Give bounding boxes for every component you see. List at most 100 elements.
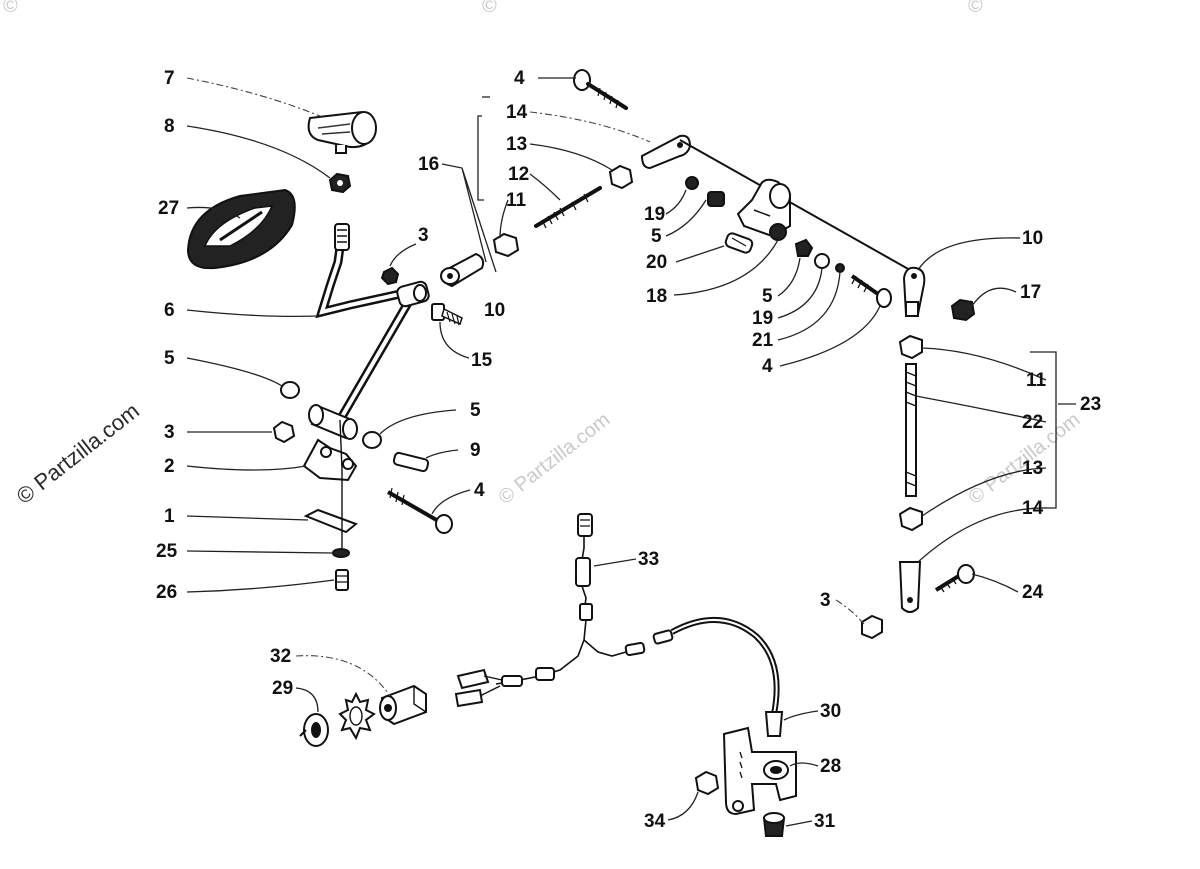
callout-28: 28 xyxy=(820,756,841,777)
callout-14: 14 xyxy=(506,102,528,123)
bushing-5c xyxy=(280,381,300,399)
callout-11: 11 xyxy=(1026,370,1047,391)
knob-nut xyxy=(328,172,352,194)
callout-31: 31 xyxy=(814,811,836,832)
callout-26: 26 xyxy=(156,582,177,603)
bolt-24 xyxy=(934,564,975,593)
leader-lines xyxy=(186,77,1076,827)
lock-washer-29 xyxy=(299,713,329,747)
nut-34 xyxy=(694,770,720,796)
nut-17 xyxy=(950,298,976,322)
plate-1 xyxy=(303,508,359,534)
callout-13: 13 xyxy=(1022,458,1043,479)
callout-15: 15 xyxy=(471,350,493,371)
nut-3-right xyxy=(861,614,883,640)
shift-lever xyxy=(315,223,430,425)
plug-31 xyxy=(762,812,786,837)
jam-nut-13 xyxy=(608,164,634,190)
callout-5: 5 xyxy=(651,226,662,247)
bushing-5d xyxy=(362,431,382,449)
rod-end-top xyxy=(640,134,692,170)
callout-17: 17 xyxy=(1020,282,1041,303)
callout-20: 20 xyxy=(646,252,667,273)
cross-shaft-line xyxy=(679,139,911,271)
threaded-rod-22 xyxy=(905,363,917,497)
callout-27: 27 xyxy=(158,198,179,219)
callout-5: 5 xyxy=(762,286,773,307)
callout-8: 8 xyxy=(164,116,175,137)
callout-3: 3 xyxy=(164,422,175,443)
corner-copyright-mark: © xyxy=(968,0,983,17)
callout-1: 1 xyxy=(164,506,175,527)
jam-nut-11 xyxy=(492,232,520,258)
stud-26 xyxy=(335,569,349,591)
bushing-5a xyxy=(707,191,725,207)
pin-20 xyxy=(724,232,754,254)
callout-14: 14 xyxy=(1022,498,1044,519)
parts-artwork xyxy=(186,69,976,837)
callout-10: 10 xyxy=(484,300,505,321)
bolt-4-lower xyxy=(387,487,453,534)
pivot-tube xyxy=(308,404,358,440)
jam-nut-13b xyxy=(898,506,923,532)
rod-end-left xyxy=(440,252,485,288)
callout-19: 19 xyxy=(644,204,665,225)
rod-end-bottom xyxy=(898,561,922,613)
washer-25 xyxy=(332,548,350,558)
callout-22: 22 xyxy=(1022,412,1043,433)
bushing-5b xyxy=(794,238,814,257)
assembly-line xyxy=(339,419,343,548)
callout-21: 21 xyxy=(752,330,774,351)
callout-4: 4 xyxy=(762,356,773,377)
neutral-switch-harness xyxy=(454,513,784,737)
callout-4: 4 xyxy=(514,68,525,89)
callout-16: 16 xyxy=(418,154,439,175)
callout-5: 5 xyxy=(470,400,481,421)
callout-24: 24 xyxy=(1022,582,1044,603)
callout-3: 3 xyxy=(418,225,429,246)
callout-29: 29 xyxy=(272,678,293,699)
callout-25: 25 xyxy=(156,541,178,562)
shift-knob xyxy=(307,110,377,154)
callout-19: 19 xyxy=(752,308,773,329)
nut-small xyxy=(380,266,400,286)
star-washer xyxy=(338,691,376,741)
watermark-text: © Partzilla.com xyxy=(12,398,144,509)
callout-33: 33 xyxy=(638,549,659,570)
switch-32 xyxy=(379,684,427,726)
jam-nut-11b xyxy=(898,334,923,360)
corner-copyright-mark: © xyxy=(3,0,18,17)
callout-34: 34 xyxy=(644,811,666,832)
callout-5: 5 xyxy=(164,348,175,369)
callout-13: 13 xyxy=(506,134,527,155)
callout-labels: 7 8 27 6 3 15 16 10 11 12 13 14 4 19 5 2… xyxy=(156,68,1101,832)
watermark-faint: © Partzilla.com xyxy=(495,409,615,509)
bellcrank-18 xyxy=(736,178,791,241)
callout-3: 3 xyxy=(820,590,831,611)
callout-2: 2 xyxy=(164,456,175,477)
shift-boot-grommet xyxy=(186,188,296,270)
washer-19b xyxy=(814,253,830,269)
callout-4: 4 xyxy=(474,480,485,501)
callout-9: 9 xyxy=(470,440,481,461)
threaded-rod-12 xyxy=(534,186,602,229)
bolt-top xyxy=(573,69,628,110)
corner-copyright-mark: © xyxy=(482,0,497,17)
bolt-right xyxy=(850,274,892,308)
callout-7: 7 xyxy=(164,68,175,89)
switch-bracket-28 xyxy=(722,726,797,816)
bolt-15 xyxy=(431,303,463,326)
callout-18: 18 xyxy=(646,286,667,307)
nut-3-left xyxy=(272,420,296,444)
pivot-bracket-2 xyxy=(302,438,358,482)
pin-9 xyxy=(392,451,430,473)
callout-32: 32 xyxy=(270,646,291,667)
callout-12: 12 xyxy=(508,164,529,185)
rod-end-right xyxy=(902,266,926,317)
callout-30: 30 xyxy=(820,701,841,722)
washer-21 xyxy=(835,263,845,273)
callout-23: 23 xyxy=(1080,394,1101,415)
callout-6: 6 xyxy=(164,300,175,321)
callout-11: 11 xyxy=(506,190,527,211)
